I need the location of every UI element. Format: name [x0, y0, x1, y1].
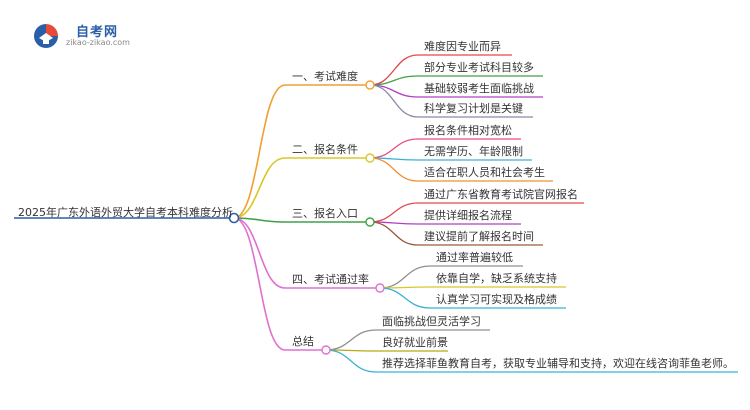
- leaf-label-1-2[interactable]: 部分专业考试科目较多: [424, 61, 534, 74]
- logo-badge-icon: [34, 24, 58, 48]
- root-node-label[interactable]: 2025年广东外语外贸大学自考本科难度分析: [18, 206, 233, 219]
- branch-node-1: [365, 80, 375, 90]
- leaf-connector-4-3: [379, 287, 431, 309]
- branch-label-3[interactable]: 三、报名入口: [292, 207, 358, 220]
- root-node: [228, 212, 240, 224]
- logo-title: 自考网: [76, 25, 119, 40]
- branch-node-4: [375, 283, 385, 293]
- leaf-label-5-3[interactable]: 推荐选择菲鱼教育自考，获取专业辅导和支持，欢迎在线咨询菲鱼老师。: [382, 357, 734, 370]
- branch-connector-2: [233, 157, 286, 219]
- leaf-connector-2-1: [369, 138, 419, 159]
- branch-node-3: [365, 217, 375, 227]
- leaf-label-2-3[interactable]: 适合在职人员和社会考生: [424, 166, 545, 179]
- leaf-label-4-1[interactable]: 通过率普遍较低: [436, 251, 513, 264]
- leaf-label-1-1[interactable]: 难度因专业而异: [424, 40, 501, 53]
- leaf-connector-4-1: [379, 265, 431, 289]
- branch-connector-1: [233, 84, 286, 219]
- leaf-label-3-3[interactable]: 建议提前了解报名时间: [424, 230, 534, 243]
- branch-connector-4: [233, 217, 286, 289]
- leaf-label-2-2[interactable]: 无需学历、年龄限制: [424, 145, 523, 158]
- branch-label-5[interactable]: 总结: [292, 335, 314, 348]
- leaf-connector-1-4: [369, 84, 419, 118]
- branch-label-1[interactable]: 一、考试难度: [292, 70, 358, 83]
- leaf-connector-2-3: [369, 157, 419, 182]
- leaf-label-1-4[interactable]: 科学复习计划是关键: [424, 102, 523, 115]
- leaf-label-3-1[interactable]: 通过广东省教育考试院官网报名: [424, 188, 578, 201]
- leaf-label-3-2[interactable]: 提供详细报名流程: [424, 209, 512, 222]
- branch-connector-5: [233, 217, 286, 351]
- leaf-connector-5-3: [325, 349, 377, 373]
- leaf-label-4-3[interactable]: 认真学习可实现及格成绩: [436, 293, 557, 306]
- leaf-connector-3-3: [369, 221, 419, 246]
- leaf-label-4-2[interactable]: 依靠自学，缺乏系统支持: [436, 272, 557, 285]
- leaf-label-5-1[interactable]: 面临挑战但灵活学习: [382, 315, 481, 328]
- branch-node-2: [365, 153, 375, 163]
- leaf-label-5-2[interactable]: 良好就业前景: [382, 336, 448, 349]
- branch-label-4[interactable]: 四、考试通过率: [292, 273, 369, 286]
- leaf-connector-5-1: [325, 329, 377, 351]
- branch-node-5: [321, 345, 331, 355]
- logo-subtitle: zikao-zikao.com: [66, 38, 130, 47]
- leaf-label-1-3[interactable]: 基础较弱考生面临挑战: [424, 82, 534, 95]
- leaf-connector-3-1: [369, 202, 419, 223]
- site-logo[interactable]: 自考网 zikao-zikao.com: [30, 20, 140, 54]
- branch-connector-3: [233, 217, 286, 223]
- leaf-label-2-1[interactable]: 报名条件相对宽松: [424, 124, 512, 137]
- branch-label-2[interactable]: 二、报名条件: [292, 143, 358, 156]
